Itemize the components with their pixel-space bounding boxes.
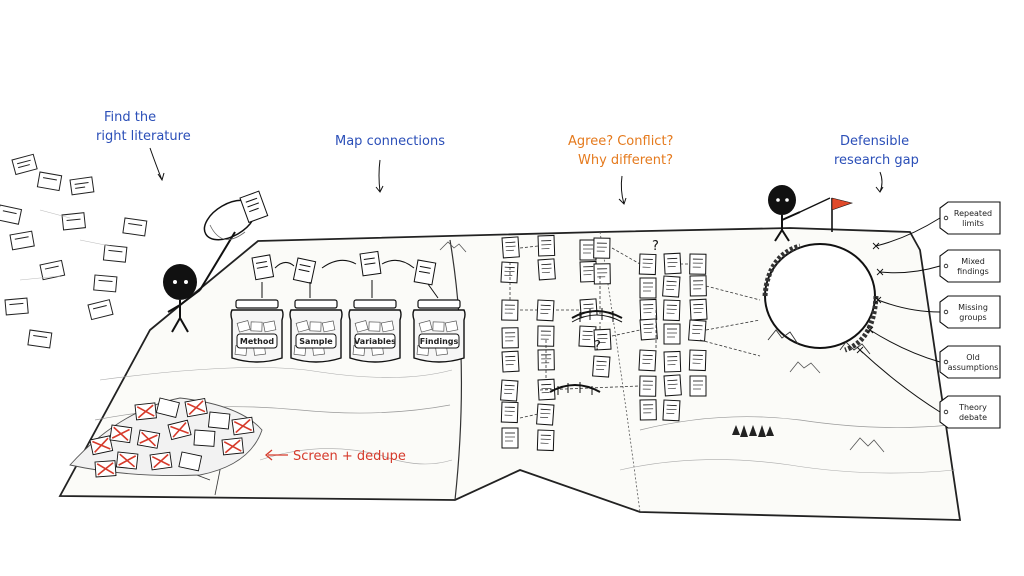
agree-conflict-label-line1: Agree? Conflict?: [568, 134, 673, 149]
screen-dedupe-label: Screen + dedupe: [293, 449, 406, 464]
gap-tag-text: Theory: [958, 403, 987, 412]
connection-link: [611, 247, 641, 265]
gap-tags: RepeatedlimitsMixedfindingsMissinggroups…: [856, 201, 1001, 429]
literature-card: [593, 263, 611, 285]
literature-card: [688, 319, 707, 342]
find-literature-label-line1: Find the: [104, 110, 156, 125]
gap-tag-text: Missing: [958, 303, 988, 312]
literature-card: [689, 298, 708, 321]
agree-conflict-label-line2: Why different?: [578, 153, 673, 168]
gap-tag-text: assumptions: [948, 363, 999, 372]
literature-card: [663, 350, 682, 373]
connection-link: [699, 339, 761, 357]
gap-tag-text: Mixed: [961, 257, 985, 266]
research-gap-label-line1: Defensible: [840, 134, 909, 149]
literature-card: [501, 350, 520, 373]
flying-papers: [0, 153, 148, 349]
research-gap-pit: [762, 243, 879, 355]
literature-card: [688, 349, 707, 372]
literature-card: [537, 234, 556, 257]
literature-card: [638, 253, 657, 276]
jar-method: Method: [230, 299, 284, 363]
gap-tag-text: Old: [966, 353, 980, 362]
gap-tag-text: findings: [957, 267, 989, 276]
literature-card: [501, 299, 519, 321]
literature-card: [639, 277, 657, 299]
gap-tag-text: limits: [962, 219, 984, 228]
literature-card: [500, 379, 519, 402]
literature-card: [501, 427, 519, 449]
question-mark-middle: ?: [594, 339, 601, 354]
researcher-with-net: [163, 190, 269, 333]
literature-card: [662, 275, 681, 298]
jar-label-variables: Variables: [354, 337, 396, 346]
literature-card: [537, 325, 555, 347]
map-connections-label: Map connections: [335, 134, 445, 149]
literature-card: [689, 253, 707, 275]
connection-link: [519, 245, 539, 249]
literature-card: [500, 261, 519, 284]
jar-label-method: Method: [240, 337, 274, 346]
literature-card: [537, 349, 555, 371]
jar-variables: Variables: [348, 299, 402, 363]
gap-tag-text: debate: [959, 413, 987, 422]
literature-card: [593, 328, 612, 351]
annotations: Find the right literature Map connection…: [96, 110, 919, 464]
literature-card: [501, 327, 519, 349]
discarded-paper-pile: [69, 397, 288, 478]
literature-card: [536, 429, 555, 452]
jar-label-sample: Sample: [299, 337, 333, 346]
literature-card: [593, 237, 611, 259]
question-mark-top: ?: [652, 239, 659, 254]
jars: Method Sample Variables Findings: [230, 299, 466, 363]
literature-card: [500, 401, 519, 424]
literature-card: [638, 349, 657, 372]
literature-card: [501, 236, 520, 259]
literature-card: [592, 355, 611, 378]
literature-card: [536, 299, 555, 322]
connection-link: [519, 413, 539, 419]
literature-card: [639, 298, 658, 321]
literature-card: [663, 252, 682, 275]
literature-card: [639, 399, 657, 421]
gap-figure-with-flag: [768, 185, 854, 242]
connection-link: [705, 285, 761, 301]
literature-card: [662, 399, 681, 422]
sorting-papers: [251, 250, 439, 299]
research-gap-label-line2: research gap: [834, 153, 919, 168]
bridges: [549, 308, 623, 395]
literature-card: [663, 323, 681, 345]
literature-card: [537, 258, 556, 281]
find-literature-label-line2: right literature: [96, 129, 191, 144]
jar-label-findings: Findings: [420, 337, 459, 346]
jar-sample: Sample: [289, 299, 343, 363]
literature-card: [639, 318, 658, 341]
jar-findings: Findings: [412, 299, 466, 363]
literature-card-network: [500, 234, 761, 452]
literature-card: [689, 375, 707, 397]
literature-card: [663, 374, 682, 397]
literature-card: [639, 375, 657, 397]
literature-card: [536, 403, 555, 426]
gap-tag-text: Repeated: [954, 209, 992, 218]
gap-tag-text: groups: [959, 313, 986, 322]
connection-link: [705, 319, 761, 331]
literature-card: [689, 275, 707, 297]
literature-card: [662, 299, 681, 322]
